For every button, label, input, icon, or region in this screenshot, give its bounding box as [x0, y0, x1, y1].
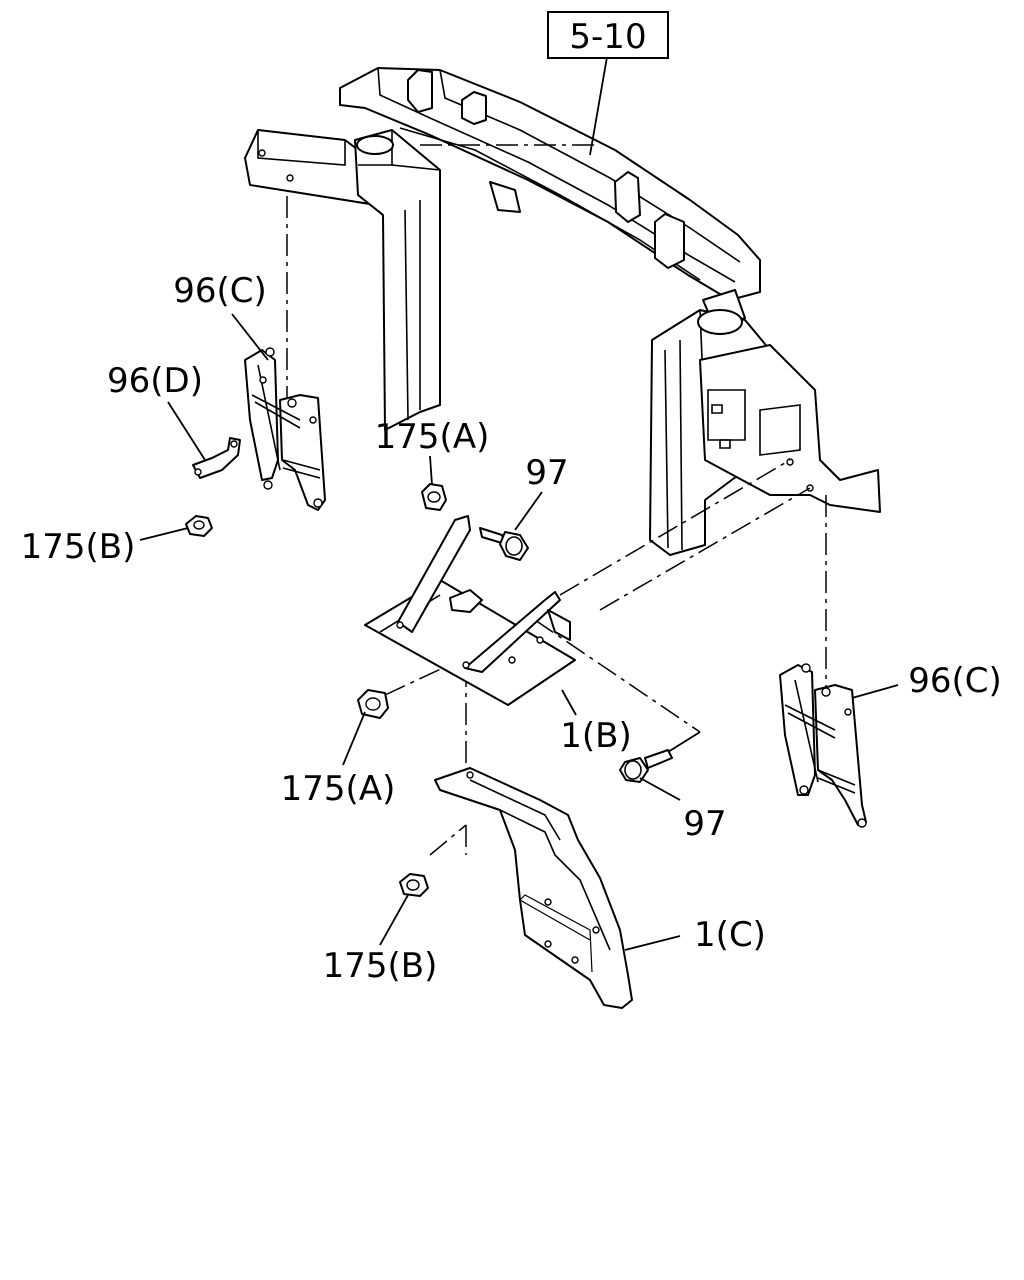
bolt-97-top — [479, 527, 529, 561]
label-97-top: 97 — [525, 453, 568, 493]
label-175b-left: 175(B) — [21, 527, 136, 567]
label-96c-top: 96(C) — [173, 271, 267, 311]
label-175b-bottom: 175(B) — [323, 946, 438, 986]
panel-1b — [364, 515, 576, 706]
ref-box-label: 5-10 — [569, 17, 646, 57]
label-175a-mid: 175(A) — [281, 769, 396, 809]
nut-175b-bottom — [399, 873, 429, 897]
nut-175a-top — [421, 483, 447, 511]
bolt-97-bottom — [619, 749, 673, 783]
bracket-96c-right — [779, 663, 867, 828]
label-175a-top: 175(A) — [375, 417, 490, 457]
label-96d: 96(D) — [107, 361, 203, 401]
bracket-96c-left — [244, 347, 326, 511]
label-97-bottom: 97 — [683, 804, 726, 844]
mudflap-1c — [434, 767, 633, 1009]
radiator-support-frame — [244, 67, 881, 556]
label-1b: 1(B) — [560, 716, 632, 756]
label-1c: 1(C) — [694, 915, 766, 955]
center-lines — [286, 144, 827, 856]
leader-lines — [139, 56, 899, 951]
bracket-96d — [192, 437, 241, 479]
nut-175a-mid — [357, 689, 389, 719]
label-96c-right: 96(C) — [908, 661, 1002, 701]
ref-box-5-10[interactable]: 5-10 — [547, 11, 669, 59]
nut-175b-left — [185, 515, 213, 537]
